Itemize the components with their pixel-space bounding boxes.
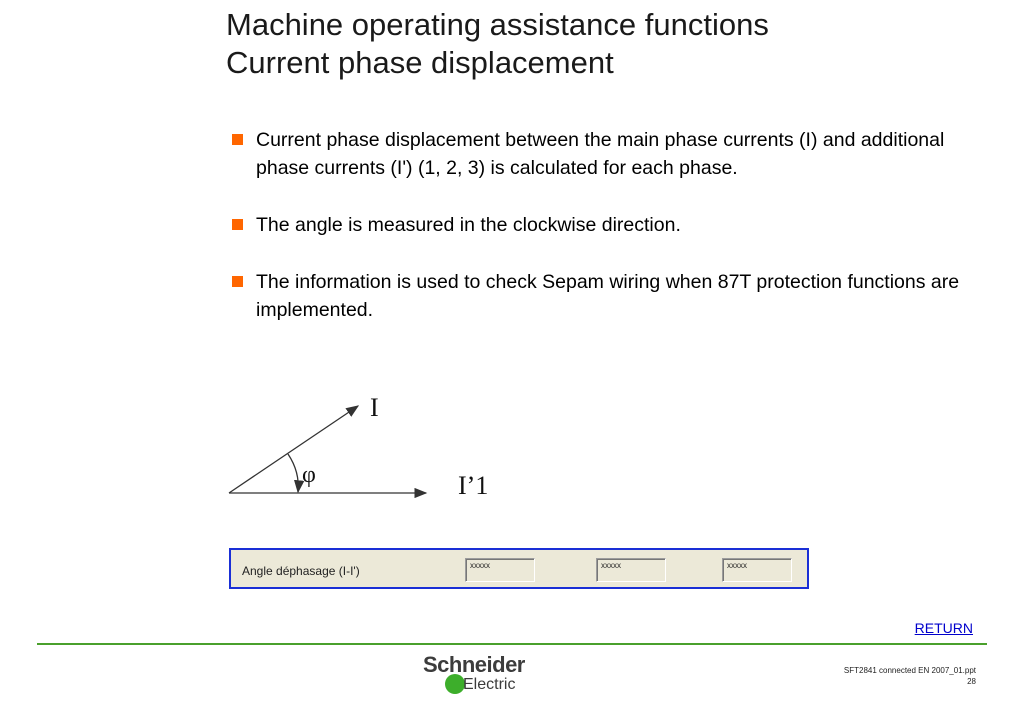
footer-page-number: 28 xyxy=(967,677,976,686)
footer-divider xyxy=(37,643,987,645)
angle-phi-label: φ xyxy=(302,462,316,488)
title-line-1: Machine operating assistance functions xyxy=(226,7,769,42)
logo-text-line2: Electric xyxy=(463,676,516,693)
angle-field-phase-3: xxxxx xyxy=(722,558,792,582)
bullet-item: The information is used to check Sepam w… xyxy=(232,268,977,324)
angle-display-panel: Angle déphasage (I-I') xxxxx xxxxx xxxxx xyxy=(229,548,809,589)
title-line-2: Current phase displacement xyxy=(226,45,614,80)
vector-i-arrow xyxy=(228,405,360,494)
return-link[interactable]: RETURN xyxy=(914,620,973,636)
schneider-electric-logo: Schneider Electric xyxy=(423,652,538,700)
angle-field-phase-1: xxxxx xyxy=(465,558,535,582)
bullet-list: Current phase displacement between the m… xyxy=(232,126,977,353)
bullet-text: Current phase displacement between the m… xyxy=(256,129,945,179)
angle-field-phase-2: xxxxx xyxy=(596,558,666,582)
angle-arc-arrow xyxy=(287,453,305,494)
bullet-square-icon xyxy=(232,276,243,287)
bullet-item: Current phase displacement between the m… xyxy=(232,126,977,182)
phase-vector-diagram: I φ I’1 xyxy=(228,393,488,500)
slide-title: Machine operating assistance functions C… xyxy=(226,6,769,82)
footer-info: SFT2841 connected EN 2007_01.ppt 28 xyxy=(844,665,976,687)
bullet-item: The angle is measured in the clockwise d… xyxy=(232,211,977,239)
bullet-text: The information is used to check Sepam w… xyxy=(256,271,960,321)
bullet-text: The angle is measured in the clockwise d… xyxy=(256,214,681,236)
bullet-square-icon xyxy=(232,219,243,230)
vector-i-label: I xyxy=(370,393,379,422)
logo-leaf-icon xyxy=(445,674,465,694)
bullet-square-icon xyxy=(232,134,243,145)
vector-i1-label: I’1 xyxy=(458,471,488,500)
footer-filename: SFT2841 connected EN 2007_01.ppt xyxy=(843,666,976,675)
logo-text-line1: Schneider xyxy=(423,652,525,677)
angle-displacement-label: Angle déphasage (I-I') xyxy=(242,564,360,578)
